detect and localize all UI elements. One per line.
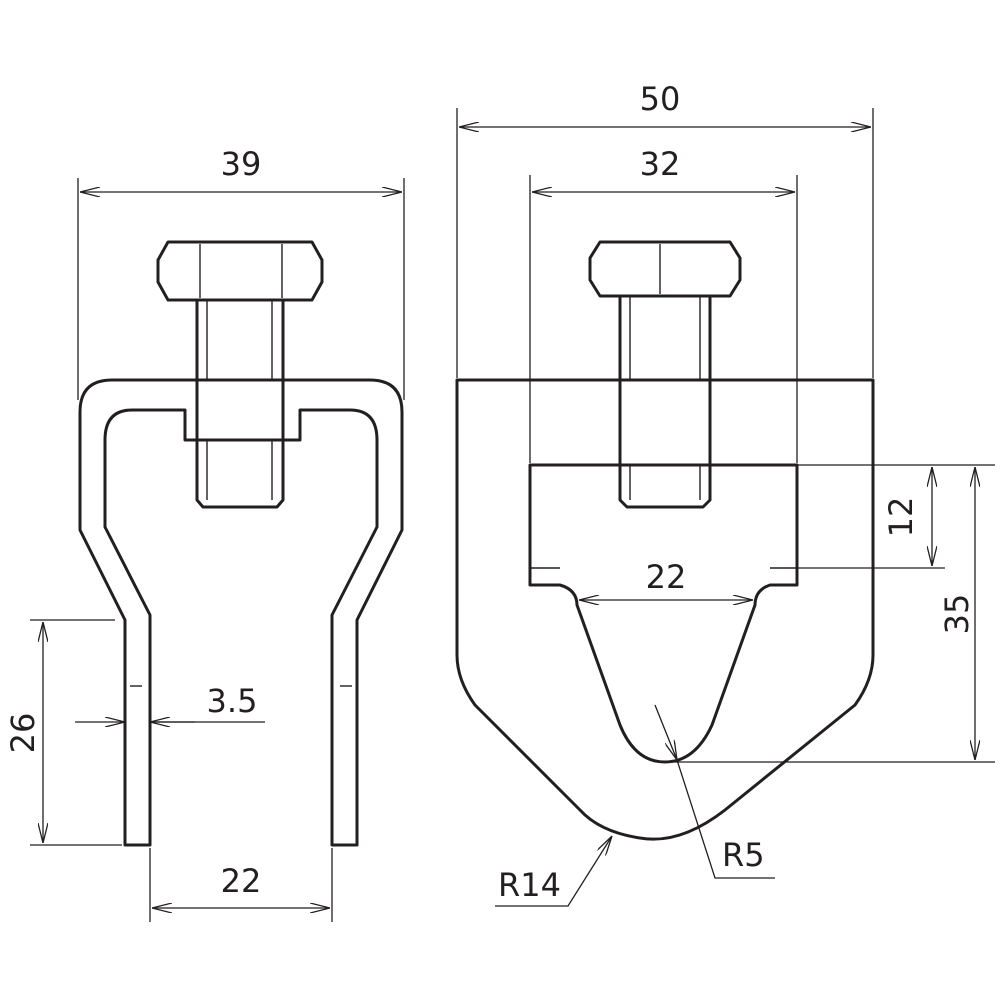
- bolt: [588, 240, 742, 509]
- dim-slot-height: 12: [882, 497, 920, 538]
- slot: [528, 463, 799, 764]
- dim-side-width: 39: [221, 145, 262, 183]
- dim-outer-radius: R14: [498, 866, 561, 904]
- dim-front-width: 50: [640, 80, 681, 118]
- clamp-body-outer: [78, 378, 404, 847]
- dim-depth: 35: [938, 594, 976, 635]
- clamp-body: [455, 378, 875, 841]
- dim-slot-width: 32: [640, 145, 681, 183]
- dim-thickness: 3.5: [207, 682, 258, 720]
- bolt: [156, 240, 324, 509]
- side-view: 39 26 3.5 22: [4, 145, 405, 922]
- dim-leg-length: 26: [4, 713, 42, 754]
- front-view: 50 32 12 35 22 R5 R14: [455, 80, 995, 907]
- dim-inner-radius: R5: [722, 836, 765, 874]
- dim-groove-width: 22: [646, 558, 687, 596]
- dim-inner-width: 22: [221, 862, 262, 900]
